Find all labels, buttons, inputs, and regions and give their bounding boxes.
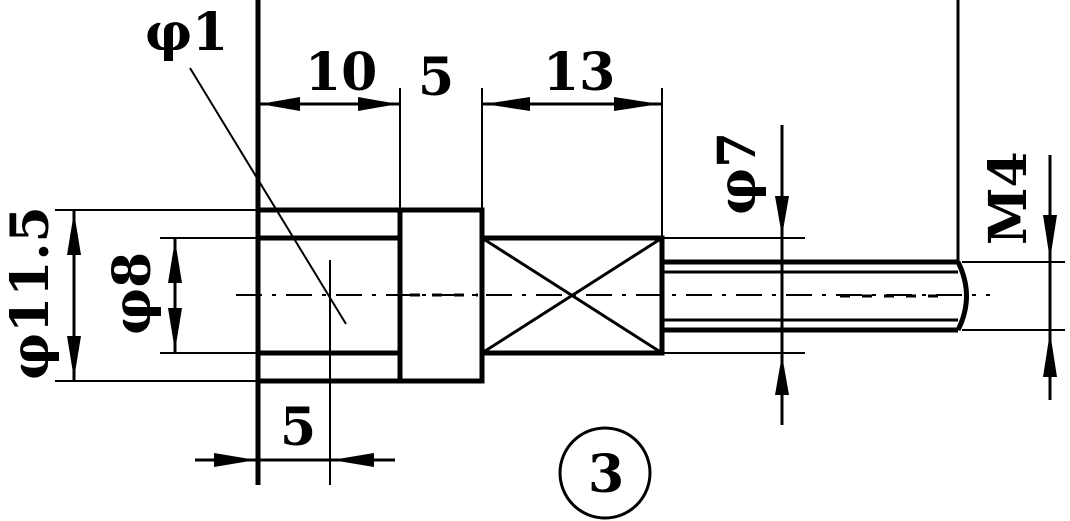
dim-collar-width-label: 5: [418, 47, 454, 108]
dim-shaft-diameter: φ7: [662, 125, 805, 425]
threaded-shaft: [662, 259, 969, 333]
dim-length-b-label: 13: [543, 42, 615, 103]
dim-thread: M4: [962, 151, 1065, 400]
dim-thread-label: M4: [978, 151, 1039, 245]
dim-outer-diameter-label: φ11.5: [0, 206, 61, 380]
dim-outer-diameter: φ11.5: [0, 206, 258, 382]
dim-hole-offset-label: 5: [280, 397, 316, 458]
dim-bore-diameter-label: φ8: [102, 252, 163, 335]
part-number-badge: 3: [558, 426, 652, 520]
dim-hole-diameter: φ1: [145, 2, 347, 325]
dim-top-row: 10 5 13: [258, 42, 663, 238]
dim-hole-diameter-label: φ1: [145, 2, 228, 63]
dim-bore-diameter: φ8: [102, 237, 258, 354]
dim-hole-offset: 5: [195, 397, 395, 467]
part-number-label: 3: [588, 444, 624, 505]
dim-shaft-diameter-label: φ7: [707, 132, 768, 215]
dim-length-a-label: 10: [305, 42, 377, 103]
